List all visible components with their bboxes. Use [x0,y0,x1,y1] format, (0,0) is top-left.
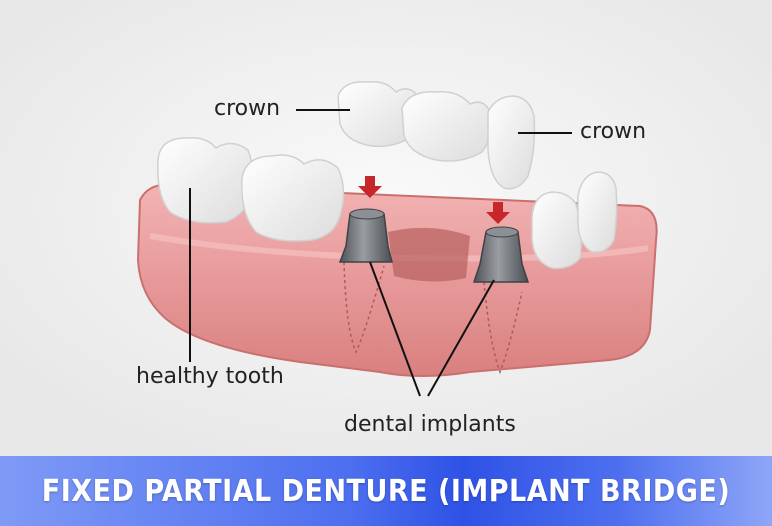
label-dental-implants: dental implants [344,414,516,436]
label-healthy-tooth: healthy tooth [136,366,284,388]
title-banner: FIXED PARTIAL DENTURE (IMPLANT BRIDGE) [0,456,772,526]
dental-implant-illustration [0,0,772,456]
banner-title: FIXED PARTIAL DENTURE (IMPLANT BRIDGE) [42,474,730,509]
label-crown-left: crown [214,98,280,120]
label-crown-right: crown [580,121,646,143]
